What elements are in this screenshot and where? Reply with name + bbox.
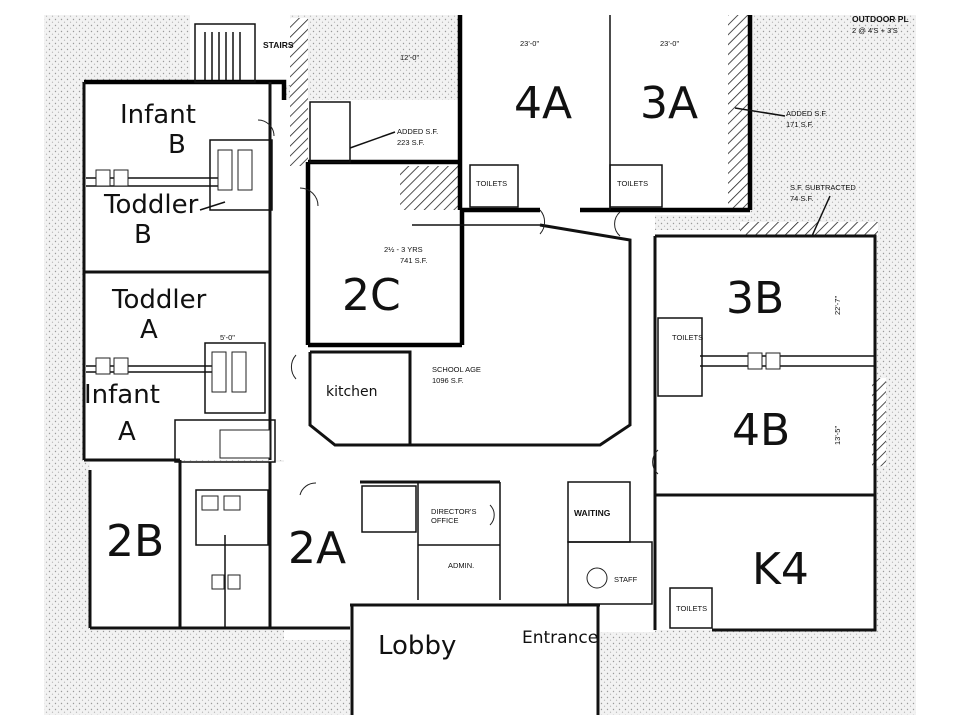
hatch-right-strip [728,15,750,210]
sf-subtracted-2: 74 S.F. [790,194,813,203]
right-wing-partitions [653,236,875,630]
school-age-1: SCHOOL AGE [432,365,481,374]
outdoor-text: OUTDOOR PL [852,14,909,24]
central-partitions [305,15,663,447]
label-infant-a-line1: Infant [84,380,160,410]
leader-lines [199,107,831,237]
dim-13: 13'-5" [833,426,842,445]
label-3b: 3B [726,273,784,324]
label-2c: 2C [342,270,401,321]
printed-annotations: STAIRS OUTDOOR PL 2 @ 4'S + 3'S ADDED S.… [220,14,909,613]
stairs [194,23,256,83]
dim-23-right: 23'-0" [660,39,679,48]
hatch-top-3b [740,222,878,236]
label-toddler-b-line2: B [134,220,152,250]
fixtures-left [95,149,271,590]
dim-12: 12'-0" [400,53,419,62]
label-toddler-a-line2: A [140,315,158,345]
label-entrance: Entrance [522,628,598,648]
sf-subtracted-1: S.F. SUBTRACTED [790,183,856,192]
added-sf-left-2: 223 S.F. [397,138,425,147]
door-swings [257,119,659,526]
stairs-text: STAIRS [263,40,294,50]
label-3a: 3A [640,78,698,129]
age-2c-2: 741 S.F. [400,256,428,265]
school-age-2: 1096 S.F. [432,376,464,385]
label-kitchen: kitchen [326,384,378,400]
dim-5: 5'-0" [220,333,235,342]
label-infant-b-line1: Infant [120,100,196,130]
label-4a: 4A [514,78,572,129]
toilets-k4: TOILETS [676,604,707,613]
label-2b: 2B [106,516,164,567]
added-sf-right-1: ADDED S.F. [786,109,827,118]
added-sf-right-2: 171 S.F. [786,120,814,129]
label-infant-b-line2: B [168,130,186,160]
room-labels: Infant B Toddler B Toddler A Infant A 2B… [84,78,809,661]
label-lobby: Lobby [378,631,456,661]
dim-23-left: 23'-0" [520,39,539,48]
label-4b: 4B [732,405,790,456]
dim-22: 22'-7" [833,296,842,315]
label-toddler-a-line1: Toddler [111,285,207,315]
admin-text: ADMIN. [448,561,474,570]
directors-office-1: DIRECTOR'S [431,507,476,516]
directors-office-2: OFFICE [431,516,459,525]
added-sf-left-1: ADDED S.F. [397,127,438,136]
toilets-3a: TOILETS [617,179,648,188]
staff-text: STAFF [614,575,638,584]
age-2c-1: 2½ - 3 YRS [384,245,423,254]
toilets-3b: TOILETS [672,333,703,342]
label-toddler-b-line1: Toddler [103,190,199,220]
hatch-2c [400,166,460,210]
label-2a: 2A [288,523,346,574]
label-k4: K4 [752,544,809,595]
toilets-4a: TOILETS [476,179,507,188]
waiting-text: WAITING [574,508,611,518]
lower-center-partitions [360,480,653,605]
hatch-left [290,18,308,166]
outdoor-sub-text: 2 @ 4'S + 3'S [852,26,898,35]
label-infant-a-line2: A [118,417,136,447]
